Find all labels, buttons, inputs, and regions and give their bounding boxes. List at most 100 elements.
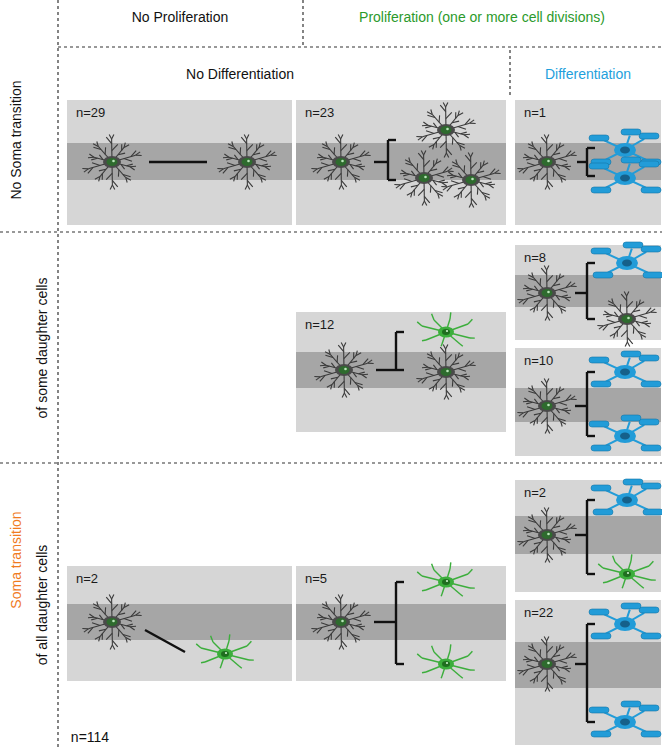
illustration-part	[417, 322, 422, 326]
illustration-part	[559, 159, 567, 162]
blue-oligodendrocyte	[589, 129, 661, 165]
illustration-part	[538, 529, 556, 541]
illustration-part	[107, 158, 118, 166]
illustration-part	[556, 666, 560, 671]
astrocyte-cell	[517, 265, 576, 320]
illustration-part	[477, 188, 479, 195]
illustration-part	[436, 159, 437, 164]
illustration-part	[347, 613, 354, 615]
illustration-part	[136, 612, 140, 615]
illustration-part	[544, 636, 546, 641]
illustration-part	[471, 162, 477, 168]
illustration-part	[464, 134, 470, 136]
illustration-part	[439, 357, 441, 364]
illustration-part	[620, 175, 630, 182]
green-cell	[417, 312, 475, 346]
outcome-panel: n=5	[296, 566, 506, 681]
illustration-part	[244, 134, 246, 139]
illustration-part	[339, 185, 341, 190]
illustration-part	[441, 344, 443, 346]
illustration-part	[547, 134, 549, 139]
illustration-part	[566, 653, 571, 659]
illustration-part	[455, 112, 456, 118]
illustration-part	[421, 150, 423, 155]
illustration-part	[614, 365, 636, 379]
illustration-part	[320, 158, 326, 160]
illustration-part	[443, 344, 445, 349]
lineage-bracket	[575, 263, 595, 319]
illustration-part	[112, 645, 114, 650]
illustration-part	[614, 143, 636, 157]
illustration-part	[614, 171, 636, 185]
illustration-part	[526, 289, 532, 291]
illustration-part	[344, 368, 347, 371]
illustration-part	[365, 152, 369, 155]
illustration-part	[121, 144, 122, 150]
illustration-part	[105, 607, 107, 614]
illustration-part	[99, 615, 103, 620]
illustration-part	[433, 379, 440, 381]
illustration-part	[460, 344, 463, 346]
illustration-part	[452, 121, 459, 123]
illustration-part	[436, 384, 437, 390]
illustration-part	[587, 435, 595, 437]
outcome-panel: n=29	[67, 100, 292, 225]
illustration-part	[403, 174, 409, 176]
illustration-part	[221, 651, 229, 657]
illustration-part	[440, 141, 446, 147]
astrocyte-cell	[517, 636, 576, 691]
illustration-part	[121, 604, 122, 610]
illustration-part	[317, 627, 322, 633]
illustration-part	[353, 143, 354, 148]
illustration-part	[418, 189, 424, 195]
illustration-part	[446, 153, 448, 158]
illustration-part	[622, 586, 624, 588]
illustration-part	[321, 623, 329, 626]
column-header: No Differentiation	[186, 67, 294, 82]
illustration-part	[523, 411, 528, 417]
illustration-part	[458, 195, 459, 200]
illustration-part	[621, 330, 627, 336]
illustration-part	[587, 371, 595, 373]
illustration-part	[465, 361, 470, 367]
illustration-part	[547, 517, 553, 523]
illustration-part	[335, 633, 341, 639]
illustration-part	[102, 634, 103, 640]
illustration-part	[227, 163, 235, 166]
astrocyte-cell	[311, 134, 370, 189]
illustration-part	[234, 169, 241, 171]
illustration-part	[126, 164, 132, 166]
illustration-part	[258, 174, 266, 176]
illustration-part	[620, 719, 630, 726]
illustration-part	[603, 324, 608, 330]
illustration-part	[534, 413, 541, 415]
illustration-part	[561, 537, 567, 539]
illustration-part	[427, 112, 432, 115]
illustration-part	[561, 408, 567, 410]
illustration-part	[239, 666, 242, 668]
illustration-part	[446, 580, 448, 582]
illustration-part	[458, 111, 459, 116]
illustration-part	[447, 185, 452, 191]
illustration-part	[362, 374, 368, 376]
illustration-part	[105, 147, 107, 154]
astrocyte-cell	[517, 378, 576, 433]
illustration-part	[131, 611, 136, 617]
astrocyte-cell	[517, 507, 576, 562]
illustration-part	[613, 556, 615, 562]
illustration-part	[437, 366, 455, 378]
lineage-bracket	[575, 500, 595, 574]
illustration-part	[559, 645, 560, 650]
illustration-part	[571, 525, 575, 528]
count-label: n=12	[296, 312, 334, 332]
illustration-part	[444, 395, 446, 400]
illustration-part	[422, 201, 424, 206]
illustration-part	[534, 399, 538, 404]
illustration-part	[651, 309, 655, 312]
illustration-part	[388, 139, 396, 141]
illustration-part	[527, 536, 535, 539]
illustration-part	[621, 603, 641, 609]
green-cell	[417, 644, 475, 678]
illustration-part	[561, 178, 566, 181]
illustration-part	[559, 661, 567, 664]
